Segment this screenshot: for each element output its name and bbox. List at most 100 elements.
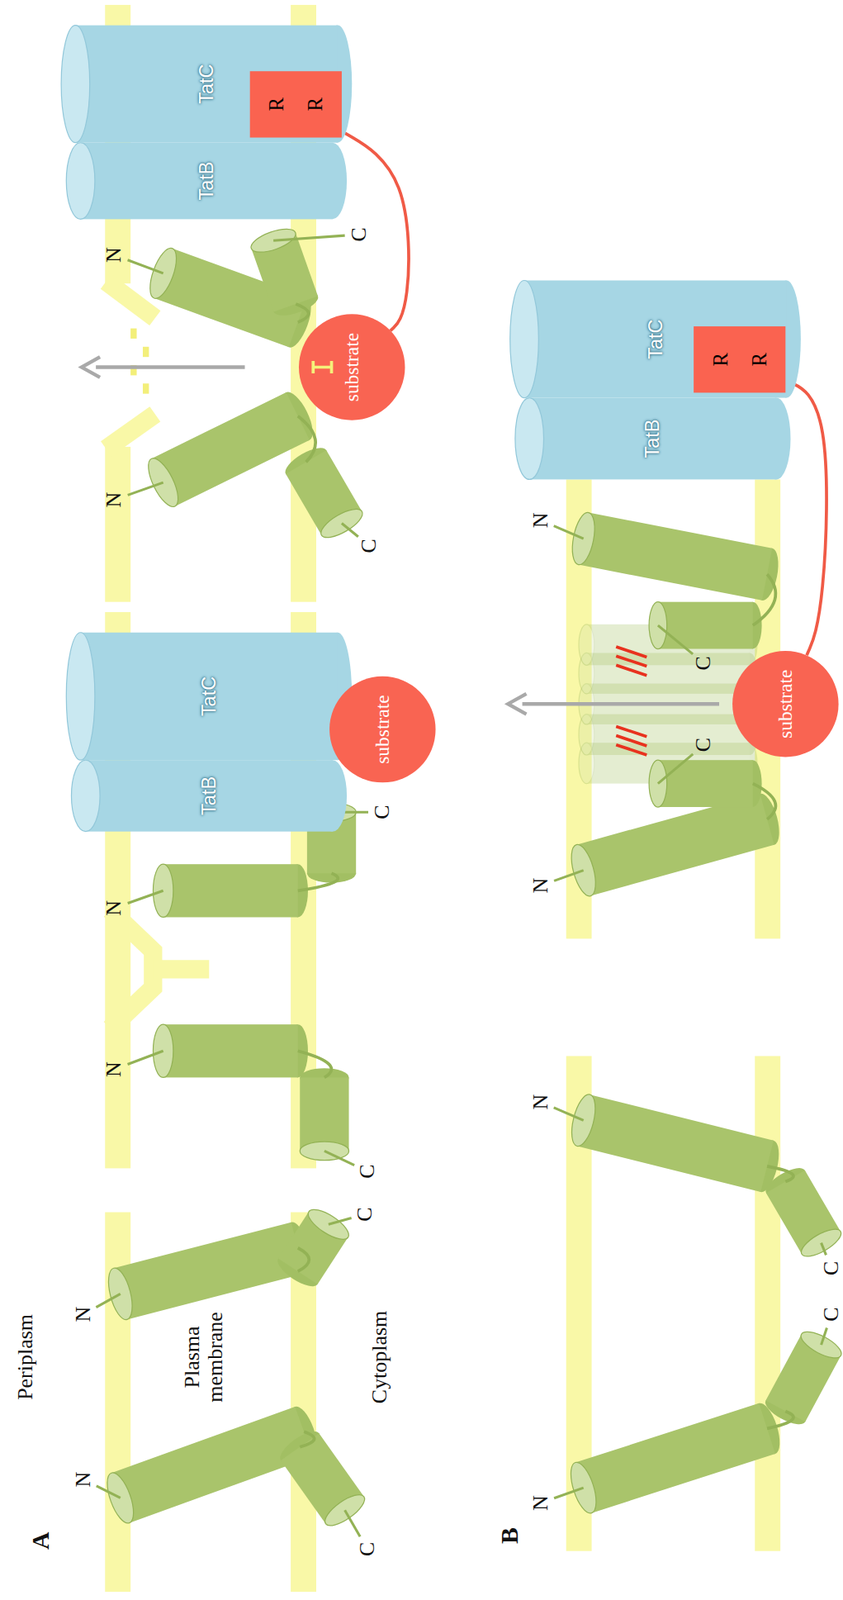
ellipse-shape [104,1264,138,1322]
lipid-fragment [130,328,137,339]
helix [281,442,367,543]
terminus-tick [95,1292,120,1307]
region-label: C [819,1306,843,1321]
region-label: C [355,1163,380,1178]
helix [566,790,784,899]
ellipse-shape [510,279,540,398]
line-shape [615,655,647,666]
node-text: TatC [195,64,218,105]
membrane-band [754,1055,781,1550]
terminus-tick [554,1487,584,1498]
region-label: N [71,1471,96,1488]
terminus-tick [324,1150,355,1165]
panel-letter: B [496,1526,524,1544]
rect-shape [529,397,777,480]
helix [142,388,319,512]
node-text: substrate [774,669,797,739]
loop-linker [753,573,777,626]
region-label: N [529,1094,554,1110]
region-label: N [529,511,554,528]
region-label: N [529,877,554,894]
path-shape [312,360,332,374]
rect-shape [658,759,754,807]
ellipse-shape [66,632,95,760]
helix [152,1023,308,1077]
rect-shape [163,1023,299,1077]
node-text: TatB [195,161,218,201]
rect-shape [111,1406,313,1523]
region-label: N [529,1494,554,1511]
substrate-circle: substrate [732,650,839,757]
rect-shape [113,1221,305,1320]
line-shape [95,364,245,369]
loop-linker [298,1247,310,1271]
interaction-mark [615,646,647,676]
terminus-tick [127,1050,164,1064]
helix [648,601,762,649]
rect-shape [524,279,787,398]
lipid-piece [105,413,155,449]
path-shape [81,356,100,378]
loop-linker [298,416,316,463]
path-shape [507,693,526,715]
region-label: C [357,538,382,553]
rect-shape [85,759,333,831]
loop-linker [767,1165,794,1182]
substrate-circle: substrate [298,313,405,420]
line-shape [615,735,647,746]
region-label: N [102,246,127,263]
region-label: N [71,1306,96,1322]
loop-linker [767,1410,794,1428]
terminus-tick [273,235,346,241]
node-text: substrate [371,694,394,763]
region-label: C [355,1541,380,1556]
loop-linker [298,1050,332,1077]
transport-arrow [81,356,246,378]
membrane-band [104,446,131,602]
node-text: R R [700,349,779,370]
region-label: C [691,737,716,752]
lipid-piece [109,909,153,1028]
terminus-tick [328,1217,352,1225]
helix [275,1425,370,1530]
helix [567,1091,784,1194]
loop-linker [753,783,777,820]
signal-peptide-line [341,131,409,331]
region-label: N [102,1060,127,1077]
region-label: N [102,899,127,916]
rect-shape [577,1094,774,1192]
helix [104,1219,315,1322]
signal-box: R R [250,71,342,138]
rect-shape [575,1402,776,1513]
circle-shape [732,650,839,757]
rect-shape [80,632,338,760]
line-shape [615,725,647,736]
terminus-tick [658,753,693,784]
region-label: C [819,1260,843,1275]
node-text: TatB [641,419,664,459]
loop-linker [299,1430,314,1447]
tatc-cylinder: TatC R R [61,25,352,143]
helix [565,1399,785,1516]
terminus-tick [127,890,164,903]
terminus-tick [658,625,693,654]
line-shape [522,701,720,706]
region-label: C [370,805,395,820]
ellipse-shape [797,1326,843,1363]
ellipse-shape [71,759,100,831]
lipid-fragment [142,346,149,357]
helix [273,1203,353,1292]
loop-linker [298,872,339,891]
terminus-tick [345,1509,361,1536]
rect-shape [578,512,773,601]
terminus-tick [554,870,584,881]
ellipse-shape [797,1223,843,1261]
transport-arrow [507,693,720,715]
tatb-cylinder: TatB [66,142,347,220]
region-label: C [347,227,372,242]
node-text: TatC [644,318,667,359]
tatc-cylinder: TatC [66,632,352,760]
ellipse-shape [578,624,595,665]
signal-peptide-line [785,379,827,655]
